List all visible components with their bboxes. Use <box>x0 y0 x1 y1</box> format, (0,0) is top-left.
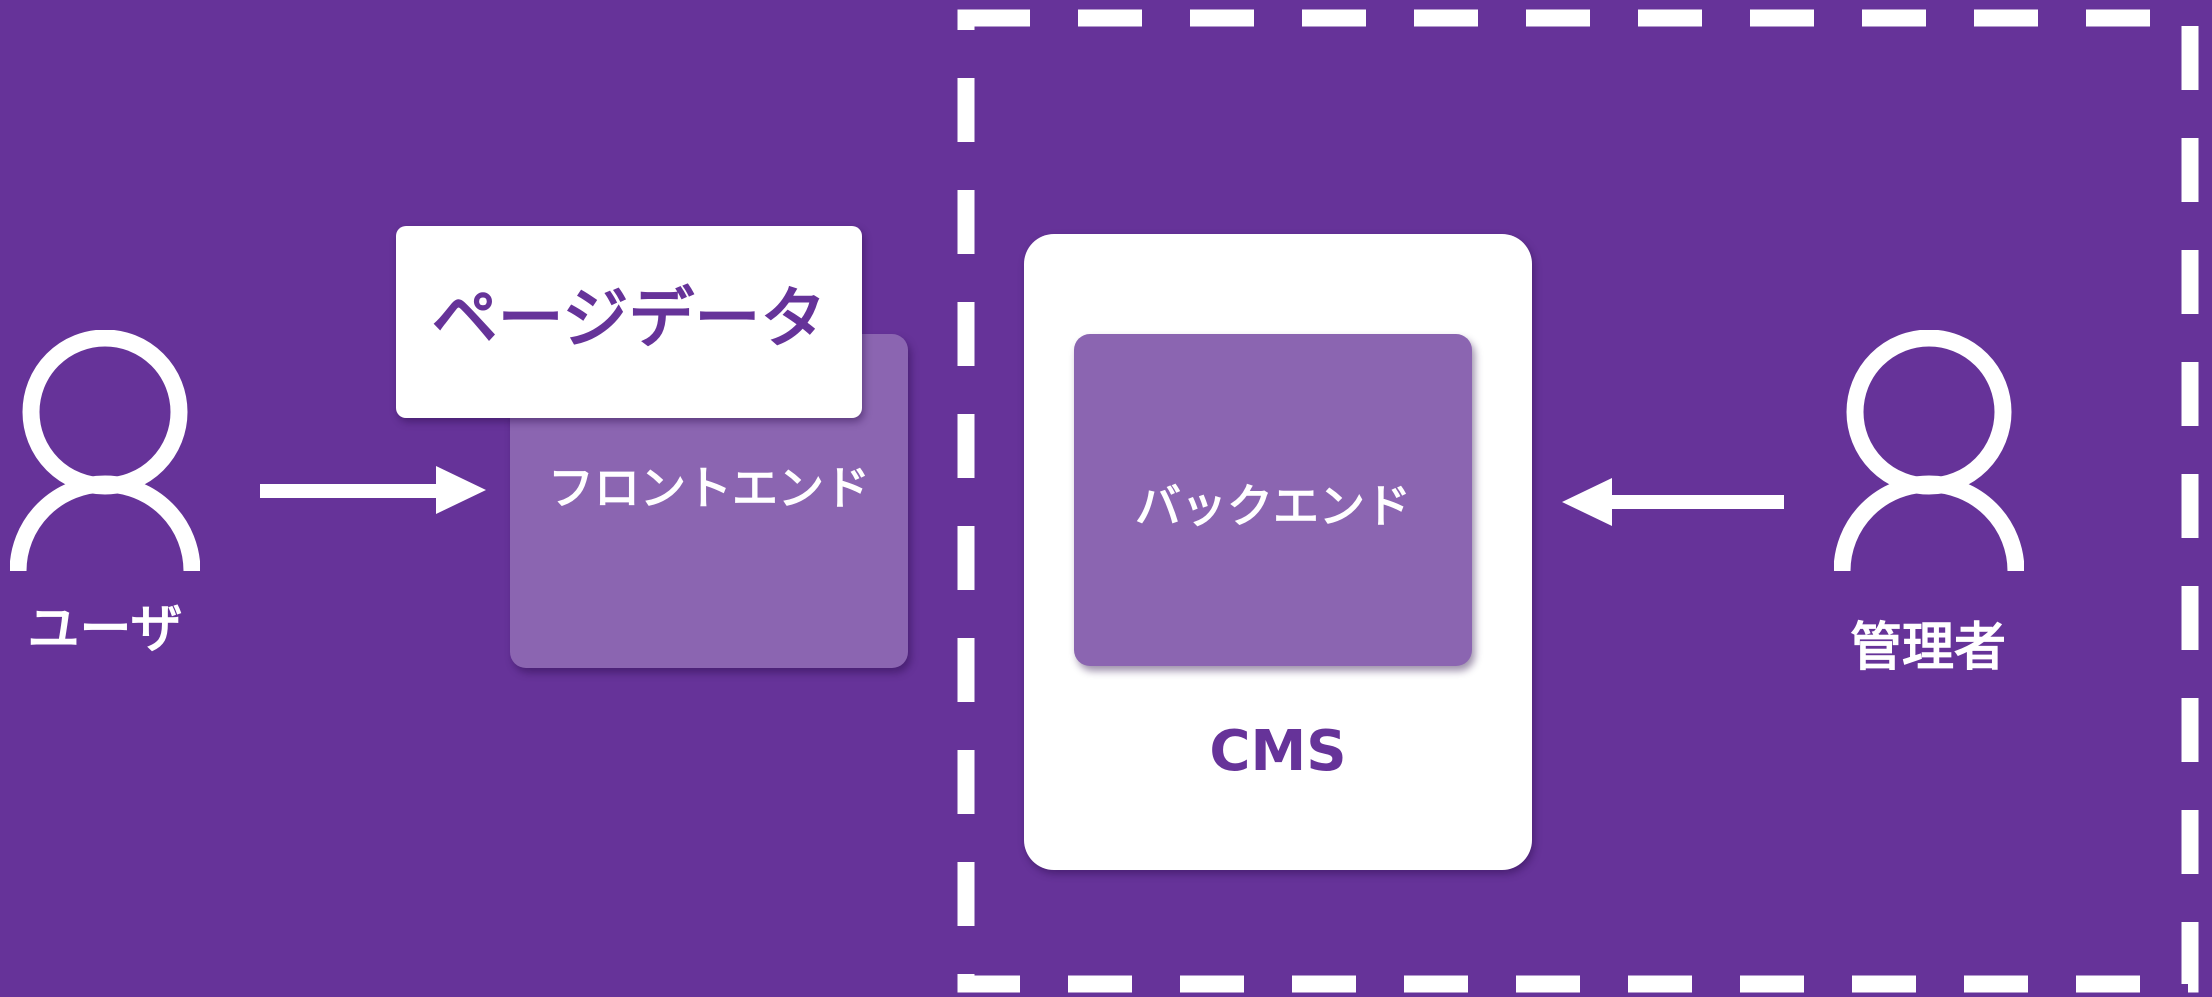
user-label: ユーザ <box>27 600 183 660</box>
page-data-card: ページデータ <box>396 226 862 418</box>
cms-card: バックエンド CMS <box>1024 234 1532 870</box>
arrow-user-to-frontend <box>260 466 486 514</box>
arrow-admin-to-backend <box>1562 478 1784 526</box>
admin-person-icon <box>1834 330 2024 572</box>
admin-label: 管理者 <box>1849 618 2007 678</box>
backend-label: バックエンド <box>1135 479 1411 533</box>
frontend-label: フロントエンド <box>548 461 870 515</box>
cms-label: CMS <box>1209 719 1347 784</box>
user-person-icon <box>10 330 200 572</box>
backend-box: バックエンド <box>1074 334 1472 666</box>
page-data-label: ページデータ <box>431 280 827 357</box>
